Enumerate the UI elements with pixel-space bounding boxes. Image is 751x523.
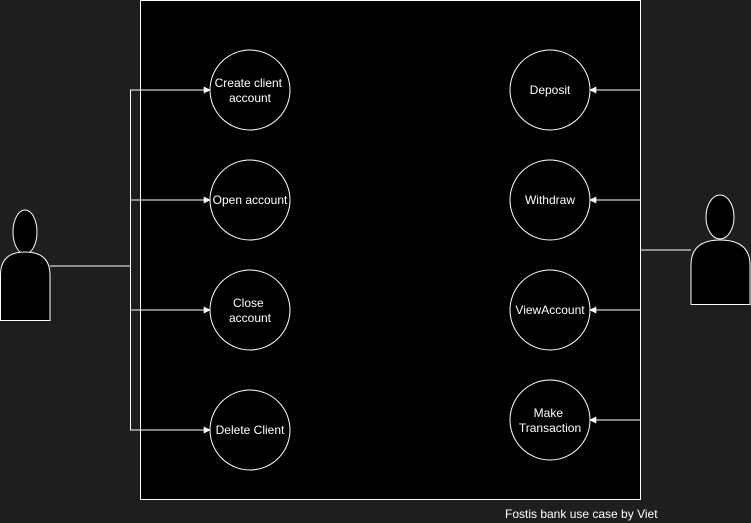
use-case-label: Open account [213, 193, 288, 207]
left-connectors [50, 86, 211, 434]
use-case-label: Deposit [530, 83, 571, 97]
use-case-label: Make [534, 406, 564, 420]
use-case-deposit: Deposit [509, 49, 591, 131]
svg-text:Withdraw: Withdraw [525, 193, 575, 207]
use-case-label: account [229, 91, 272, 105]
use-case-label: Withdraw [525, 193, 575, 207]
right-actor [690, 194, 751, 305]
use-case-open-account: Open account [209, 159, 291, 241]
left-actor-body [0, 251, 51, 321]
svg-text:Create client account: Create client account [215, 76, 286, 105]
use-case-label: Close [233, 296, 264, 310]
right-actor-body [690, 239, 751, 305]
use-case-close-account: Close account [209, 269, 291, 351]
left-actor [0, 209, 51, 321]
use-case-label: Transaction [519, 421, 581, 435]
use-case-create-client-account: Create client account [209, 49, 291, 131]
use-case-label: account [229, 311, 272, 325]
use-case-view-account: ViewAccount [509, 269, 591, 351]
use-case-withdraw: Withdraw [509, 159, 591, 241]
use-case-delete-client: Delete Client [209, 389, 291, 471]
svg-text:Make Transaction: Make Transaction [519, 406, 581, 435]
svg-text:Delete Client: Delete Client [216, 423, 285, 437]
right-connectors [589, 86, 691, 424]
diagram-caption: Fostis bank use case by Viet [505, 507, 658, 521]
use-case-make-transaction: Make Transaction [509, 379, 591, 461]
svg-text:Open account: Open account [213, 193, 288, 207]
left-actor-head [12, 209, 38, 255]
svg-text:ViewAccount: ViewAccount [515, 303, 585, 317]
use-case-label: Create client [215, 76, 283, 90]
right-actor-head [705, 194, 735, 240]
use-case-label: Delete Client [216, 423, 285, 437]
svg-text:Close account: Close account [229, 296, 272, 325]
svg-text:Deposit: Deposit [530, 83, 571, 97]
use-case-label: ViewAccount [515, 303, 585, 317]
